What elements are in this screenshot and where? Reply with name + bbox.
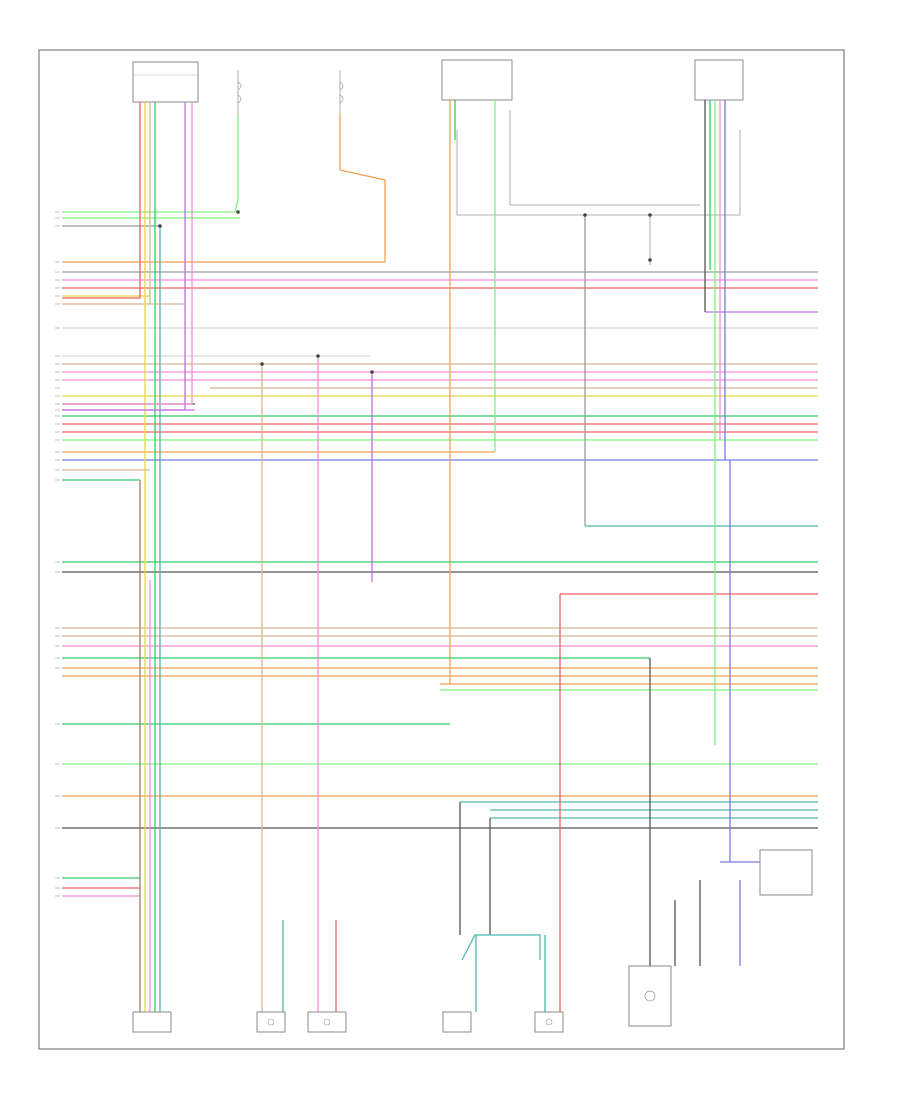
junction-group (158, 210, 652, 374)
wire-55 (62, 102, 186, 411)
bottom-sensor-4 (442, 1011, 472, 1033)
bottom-fuel-pump (628, 965, 672, 1027)
junction-dot (236, 210, 240, 214)
wire-56 (62, 102, 193, 405)
junction-dot (316, 354, 320, 358)
top-sensor-block-1 (441, 59, 513, 101)
bottom-module-left (132, 1011, 172, 1033)
junction-dot (583, 213, 587, 217)
wire-59 (234, 115, 239, 213)
bottom-switch-3 (307, 1011, 347, 1033)
wire-50 (62, 102, 141, 299)
junction-dot (648, 213, 652, 217)
junction-dot (648, 258, 652, 262)
wire-group (55, 100, 818, 1012)
bottom-bracket-4 (461, 934, 541, 961)
junction-dot (370, 370, 374, 374)
bottom-sensor-5 (534, 1011, 564, 1033)
bottom-sensor-2 (256, 1011, 286, 1033)
top-relay-2 (339, 70, 344, 115)
fuel-level-box (759, 849, 813, 896)
diagram-frame (38, 49, 845, 1050)
top-connector-left (132, 61, 199, 103)
junction-dot (260, 362, 264, 366)
shield-bracket (456, 130, 741, 216)
junction-dot (158, 224, 162, 228)
top-sensor-block-2 (694, 59, 744, 101)
top-relay-1 (237, 70, 242, 115)
wire-60 (339, 115, 386, 262)
